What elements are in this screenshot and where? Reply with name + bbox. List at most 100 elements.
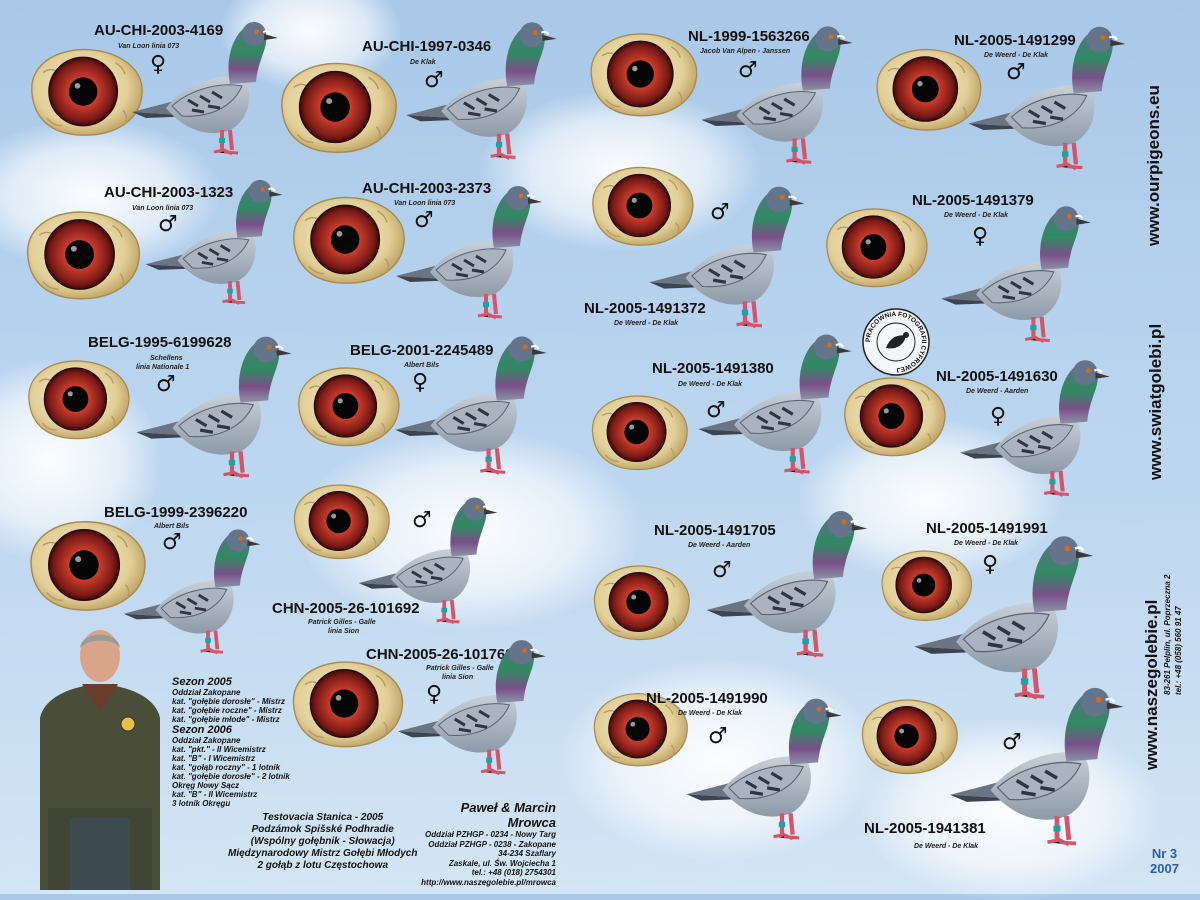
- female-symbol-icon: ♀: [972, 224, 989, 249]
- breeder: Albert Bils: [154, 523, 190, 530]
- male-symbol-icon: ♂: [162, 530, 182, 555]
- eye-photo: [22, 350, 134, 448]
- male-symbol-icon: ♂: [712, 558, 732, 583]
- photo-studio-stamp: PRACOWNIA FOTOGRAFII CYFROWEJ: [862, 308, 930, 376]
- owner-name: Paweł & Marcin Mrowca: [460, 800, 556, 830]
- achievement-line: kat. "B" - II Wicemistrz: [172, 790, 258, 799]
- breeder: De Weerd - De Klak: [984, 52, 1049, 59]
- ring-number: NL-2005-1491379: [912, 192, 1034, 209]
- female-symbol-icon: ♀: [412, 370, 429, 395]
- female-symbol-icon: ♀: [150, 52, 167, 77]
- test-station-line: Międzynarodowy Mistrz Gołębi Młodych: [228, 848, 418, 859]
- address-line: 83-261 Pelplin, ul. Poprzeczna 2: [1163, 574, 1172, 696]
- male-symbol-icon: ♂: [424, 68, 444, 93]
- breeder: Van Loon linia 073: [394, 200, 456, 207]
- eye-photo: [20, 202, 145, 307]
- male-symbol-icon: ♂: [156, 372, 176, 397]
- breeder: Patrick Gilles - Galle: [308, 619, 376, 626]
- ring-number: NL-1999-1563266: [688, 28, 810, 45]
- eye-photo: [584, 24, 702, 124]
- breeder-portrait: [40, 630, 160, 890]
- contact-line: tel.: +48 (018) 2754301: [471, 868, 556, 877]
- achievements: Sezon 2005 Oddział Zakopane kat. "gołębi…: [172, 676, 290, 808]
- breeder: De Weerd - De Klak: [614, 320, 679, 327]
- season-2006-title: Sezon 2006: [172, 724, 232, 736]
- breeder-line: linia Sion: [442, 674, 474, 681]
- achievement-line: kat. "pkt." - II Wicemistrz: [172, 745, 266, 754]
- breeder: Jacob Van Alpen - Janssen: [700, 48, 791, 55]
- breeder: Van Loon linia 073: [132, 205, 194, 212]
- pigeon-photo: [680, 680, 850, 866]
- ring-number: BELG-2001-2245489: [350, 342, 494, 359]
- breeder: De Weerd - De Klak: [678, 710, 743, 717]
- pigeon-photo: [390, 176, 550, 336]
- test-station-info: Testovacia Stanica - 2005 Podzámok Spišs…: [228, 812, 417, 872]
- pigeon-photo: [344, 488, 514, 640]
- achievement-line: kat. "B" - I Wicemistrz: [172, 754, 256, 763]
- website-swiatgolebi[interactable]: www.swiatgolebi.pl: [1146, 323, 1165, 480]
- achievement-line: Okręg Nowy Sącz: [172, 781, 240, 790]
- eye-photo: [274, 52, 402, 162]
- contact-url: http://www.naszegolebie.pl/mrowca: [421, 877, 556, 887]
- ring-number: NL-2005-1491991: [926, 520, 1048, 537]
- achievement-line: Oddział Zakopane: [172, 688, 241, 697]
- breeder: De Weerd - Aarden: [688, 542, 751, 549]
- test-station-line: Testovacia Stanica - 2005: [262, 812, 384, 823]
- pigeon-photo: [692, 318, 860, 498]
- website-ourpigeons[interactable]: www.ourpigeons.eu: [1144, 85, 1163, 246]
- breeder: Schellens: [150, 355, 183, 362]
- male-symbol-icon: ♂: [1006, 60, 1026, 85]
- eye-photo: [286, 656, 408, 751]
- pigeon-photo: [936, 350, 1136, 514]
- ring-number: NL-2005-1491380: [652, 360, 774, 377]
- pigeon-photo: [126, 12, 286, 172]
- ring-number: NL-2005-1941381: [864, 820, 986, 837]
- pigeon-photo: [392, 626, 554, 796]
- ring-number: NL-2005-1491990: [646, 690, 768, 707]
- contact-line: Oddział PZHGP - 0238 - Zakopane: [428, 839, 556, 849]
- pigeon-photo: [924, 196, 1110, 360]
- ring-number: BELG-1995-6199628: [88, 334, 232, 351]
- contact-line: 34-234 Szaflary: [498, 849, 556, 858]
- pigeon-photo: [130, 326, 300, 496]
- male-symbol-icon: ♂: [1002, 730, 1022, 755]
- ring-number: NL-2005-1491299: [954, 32, 1076, 49]
- female-symbol-icon: ♀: [990, 404, 1007, 429]
- ring-number: AU-CHI-2003-2373: [362, 180, 492, 197]
- breeder-line: linia Nationale 1: [136, 364, 190, 371]
- phone-line: tel.: +48 (058) 560 91 47: [1174, 606, 1183, 695]
- test-station-line: 2 gołąb z lotu Częstochowa: [257, 860, 389, 871]
- achievement-line: 3 lotnik Okręgu: [172, 799, 231, 808]
- male-symbol-icon: ♂: [706, 398, 726, 423]
- female-symbol-icon: ♀: [982, 552, 999, 577]
- breeder: De Weerd - De Klak: [678, 381, 743, 388]
- issue-badge: Nr 3 2007: [1150, 846, 1179, 876]
- male-symbol-icon: ♂: [158, 212, 178, 237]
- achievement-line: kat. "gołębie młode" - Mistrz: [172, 715, 280, 724]
- website-naszegolebie[interactable]: www.naszegolebie.pl: [1142, 599, 1161, 770]
- pigeon-photo: [400, 12, 565, 177]
- eye-photo: [820, 198, 932, 296]
- breeder: Van Loon linia 073: [118, 43, 180, 50]
- male-symbol-icon: ♂: [710, 200, 730, 225]
- ring-number: NL-2005-1491372: [584, 300, 706, 317]
- test-station-line: (Wspólny gołębnik - Słowacja): [250, 836, 395, 847]
- ring-number: NL-2005-1491630: [936, 368, 1058, 385]
- breeder: De Weerd - De Klak: [914, 843, 979, 850]
- ring-number: CHN-2005-26-101692: [272, 600, 420, 617]
- ring-number: AU-CHI-2003-4169: [94, 22, 224, 39]
- test-station-line: Podzámok Spišské Podhradie: [251, 824, 394, 835]
- achievement-line: kat. "gołębie roczne" - Mistrz: [172, 706, 282, 715]
- eye-photo: [586, 386, 692, 478]
- male-symbol-icon: ♂: [738, 58, 758, 83]
- breeder-line: linia Sion: [328, 628, 360, 635]
- pigeon-photo: [940, 676, 1136, 866]
- pigeon-photo: [386, 326, 558, 492]
- achievement-line: kat. "gołębie dorosłe" - Mistrz: [172, 697, 285, 706]
- contact-line: Zaskale, ul. Św. Wojciecha 1: [448, 858, 556, 868]
- male-symbol-icon: ♂: [414, 208, 434, 233]
- ring-number: CHN-2005-26-101769: [366, 646, 514, 663]
- achievement-line: kat. "gołębie dorosłe" - 2 lotnik: [172, 772, 290, 781]
- breeder: De Klak: [410, 59, 436, 66]
- male-symbol-icon: ♂: [412, 508, 432, 533]
